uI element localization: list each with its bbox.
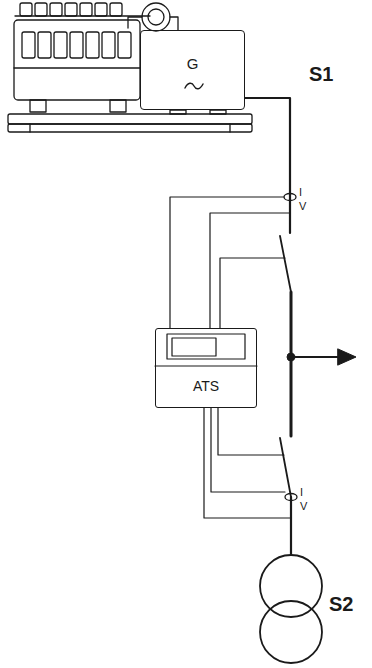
source-label: S1 xyxy=(309,64,333,84)
current-transformer xyxy=(285,494,297,501)
load-bus xyxy=(290,292,293,436)
ats-display xyxy=(167,334,245,359)
current-transformer xyxy=(284,194,296,201)
signal-label: V xyxy=(300,501,307,512)
turbocharger xyxy=(128,3,178,31)
transformer-feeder xyxy=(290,497,292,555)
ac-symbol xyxy=(185,83,203,89)
load-arrow xyxy=(338,349,356,365)
signal-label: V xyxy=(299,201,306,212)
transformer-winding xyxy=(260,601,322,663)
control-wiring xyxy=(170,197,291,518)
node-text: G xyxy=(187,56,199,73)
base-frame xyxy=(8,114,252,132)
alternator-box: G xyxy=(140,30,245,110)
signal-label: I xyxy=(299,187,302,198)
ats-display-screen xyxy=(172,338,216,356)
transformer-winding xyxy=(260,555,322,617)
switch-blade xyxy=(280,438,291,497)
ats-divider xyxy=(155,365,257,366)
engine-cylinders xyxy=(15,3,150,16)
signal-label: I xyxy=(300,487,303,498)
switch-blade xyxy=(280,236,291,292)
source-label: S2 xyxy=(329,594,353,614)
load-feeder xyxy=(291,356,340,358)
node-text: ATS xyxy=(193,379,219,394)
ats-controller: ATS xyxy=(155,328,257,408)
engine-block xyxy=(14,20,226,114)
